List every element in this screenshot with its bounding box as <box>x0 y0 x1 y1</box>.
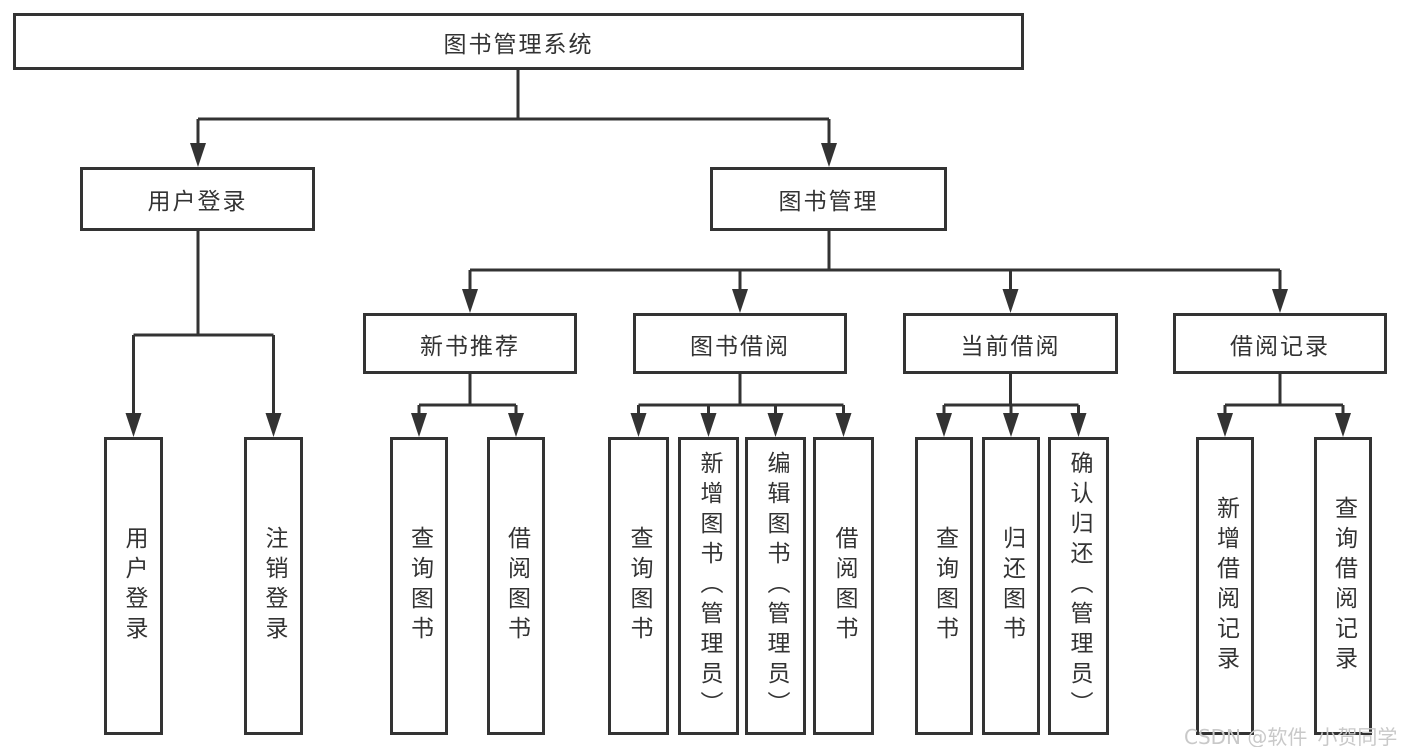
node-label: 确认归还（管理员） <box>1066 451 1092 721</box>
leaf-return-books: 归还图书 <box>982 437 1040 735</box>
arrow-down-icon <box>732 289 748 313</box>
leaf-edit-books-admin: 编辑图书（管理员） <box>745 437 806 735</box>
node-book-borrowing: 图书借阅 <box>633 313 847 374</box>
arrow-down-icon <box>1002 289 1019 313</box>
node-label: 新书推荐 <box>420 333 520 360</box>
arrow-down-icon <box>1335 413 1351 437</box>
node-label: 注销登录 <box>261 526 287 646</box>
leaf-borrow-books-recommend: 借阅图书 <box>487 437 545 735</box>
node-label: 新增图书（管理员） <box>696 451 722 721</box>
arrow-down-icon <box>1217 413 1233 437</box>
leaf-confirm-return-admin: 确认归还（管理员） <box>1048 437 1109 735</box>
leaf-query-books-current: 查询图书 <box>915 437 973 735</box>
arrow-down-icon <box>767 413 784 437</box>
arrow-down-icon <box>508 413 524 437</box>
node-label: 归还图书 <box>998 526 1025 646</box>
arrow-down-icon <box>700 413 717 437</box>
arrow-down-icon <box>462 289 478 313</box>
node-label: 借阅图书 <box>831 526 857 646</box>
node-root-system: 图书管理系统 <box>13 13 1024 70</box>
node-label: 当前借阅 <box>960 333 1061 360</box>
node-current-borrowing: 当前借阅 <box>903 313 1118 374</box>
arrow-down-icon <box>630 413 647 437</box>
arrow-down-icon <box>411 413 427 437</box>
node-new-book-recommend: 新书推荐 <box>363 313 577 374</box>
arrow-down-icon <box>125 413 142 437</box>
node-label: 图书管理系统 <box>443 31 594 58</box>
arrow-down-icon <box>1003 413 1019 437</box>
node-label: 图书管理 <box>778 189 879 215</box>
leaf-add-books-admin: 新增图书（管理员） <box>678 437 739 735</box>
arrow-down-icon <box>821 143 837 167</box>
node-label: 借阅记录 <box>1230 333 1330 360</box>
node-label: 用户登录 <box>121 526 147 646</box>
node-user-login: 用户登录 <box>80 167 315 231</box>
leaf-logout: 注销登录 <box>244 437 303 735</box>
node-label: 图书借阅 <box>690 333 790 360</box>
leaf-add-borrow-record: 新增借阅记录 <box>1196 437 1254 735</box>
node-label: 查询借阅记录 <box>1330 496 1357 676</box>
leaf-borrow-books-borrowing: 借阅图书 <box>813 437 874 735</box>
arrow-down-icon <box>265 413 282 437</box>
node-label: 借阅图书 <box>503 526 530 646</box>
arrow-down-icon <box>835 413 852 437</box>
node-label: 查询图书 <box>406 526 433 646</box>
leaf-query-books-borrowing: 查询图书 <box>608 437 669 735</box>
arrow-down-icon <box>190 143 206 167</box>
arrow-down-icon <box>936 413 952 437</box>
node-book-management: 图书管理 <box>710 167 947 231</box>
leaf-query-borrow-record: 查询借阅记录 <box>1314 437 1372 735</box>
leaf-user-login: 用户登录 <box>104 437 163 735</box>
node-label: 新增借阅记录 <box>1212 496 1239 676</box>
node-borrowing-records: 借阅记录 <box>1173 313 1387 374</box>
node-label: 编辑图书（管理员） <box>763 451 789 721</box>
node-label: 查询图书 <box>626 526 652 646</box>
node-label: 查询图书 <box>931 526 958 646</box>
node-label: 用户登录 <box>147 189 248 215</box>
arrow-down-icon <box>1070 413 1087 437</box>
csdn-watermark: CSDN @软件_小贺同学 <box>1184 725 1398 747</box>
arrow-down-icon <box>1272 289 1288 313</box>
leaf-query-books-recommend: 查询图书 <box>390 437 448 735</box>
